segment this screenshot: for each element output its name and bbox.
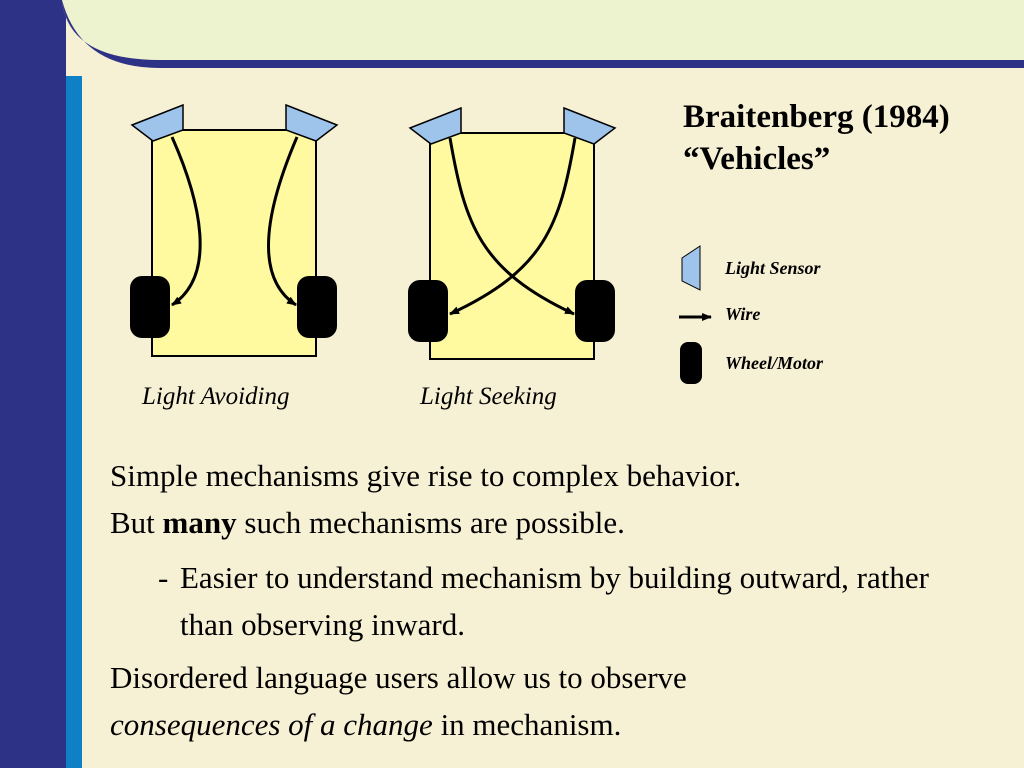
left-blue-stripe (66, 76, 82, 768)
legend-wheel-label: Wheel/Motor (725, 353, 824, 373)
right-light-sensor-icon (285, 103, 339, 142)
sub-bullet: - Easier to understand mechanism by buil… (158, 554, 970, 648)
right-wheel-icon (297, 276, 337, 338)
light-seeking-caption: Light Seeking (420, 383, 557, 410)
p1-line-1: Simple mechanisms give rise to complex b… (110, 458, 742, 493)
legend-wire-label: Wire (725, 304, 761, 324)
p3-line-2-post: in mechanism. (432, 707, 622, 742)
emphasis-many: many (162, 505, 237, 540)
crossed-wire-icon (449, 137, 577, 316)
left-wire-icon (170, 136, 202, 307)
bullet-text: Easier to understand mechanism by buildi… (180, 560, 929, 642)
p1-line-2-pre: But (110, 505, 163, 540)
light-sensor-icon (681, 245, 701, 291)
light-avoiding-caption: Light Avoiding (142, 383, 290, 410)
bullet-dash: - (158, 560, 169, 595)
right-wire-icon (267, 136, 299, 307)
title-line-1: Braitenberg (1984) (683, 99, 950, 135)
paragraph-1: Simple mechanisms give rise to complex b… (110, 452, 970, 546)
left-light-sensor-icon (408, 106, 462, 145)
legend (679, 245, 712, 384)
p3-line-1: Disordered language users allow us to ob… (110, 660, 687, 695)
paragraph-3: Disordered language users allow us to ob… (110, 654, 970, 748)
left-wheel-icon (130, 276, 170, 338)
wheel-motor-icon (680, 342, 702, 384)
right-wheel-icon (575, 280, 615, 342)
vehicle-body (151, 129, 317, 357)
emphasis-consequences: consequences of a change (110, 707, 433, 742)
light-avoiding-vehicle (130, 103, 339, 357)
right-light-sensor-icon (563, 106, 617, 145)
left-wheel-icon (408, 280, 448, 342)
vehicle-diagram (130, 103, 712, 384)
left-light-sensor-icon (130, 103, 184, 142)
legend-sensor-label: Light Sensor (725, 258, 821, 278)
left-navy-band (0, 0, 66, 768)
p1-line-2-post: such mechanisms are possible. (236, 505, 625, 540)
slide-body: Simple mechanisms give rise to complex b… (110, 452, 970, 748)
light-seeking-vehicle (408, 106, 617, 360)
slide-title: Braitenberg (1984) “Vehicles” (683, 96, 1013, 180)
header-banner (62, 0, 1024, 68)
title-line-2: “Vehicles” (683, 141, 831, 177)
crossed-wire-icon (448, 137, 575, 316)
